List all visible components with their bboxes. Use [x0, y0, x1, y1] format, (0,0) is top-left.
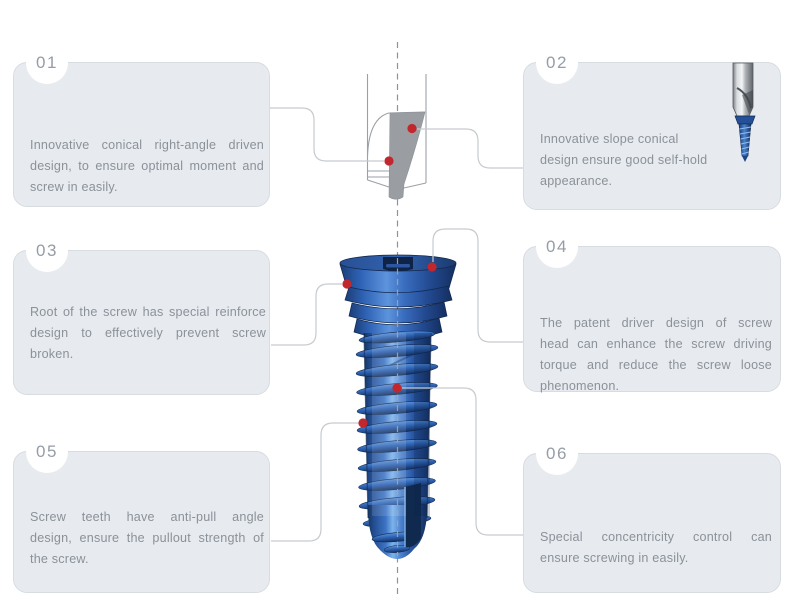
feature-number: 04	[546, 237, 568, 256]
callout-dot-03	[342, 279, 352, 289]
bone-screw-illustration	[339, 254, 457, 559]
feature-number: 02	[546, 53, 568, 72]
feature-number-badge-03: 03	[26, 230, 68, 272]
feature-box-01: 01 Innovative conical right-angle driven…	[13, 42, 270, 207]
connector-line-06	[402, 387, 523, 536]
feature-number-badge-06: 06	[536, 433, 578, 475]
callout-dot-06	[392, 383, 402, 393]
feature-number-badge-02: 02	[536, 42, 578, 84]
callout-dot-04	[427, 262, 437, 272]
connector-line-03	[271, 283, 342, 346]
callout-dot-02	[407, 123, 417, 134]
feature-number: 06	[546, 444, 568, 463]
connector-line-04	[432, 228, 523, 343]
connector-line-01	[270, 107, 384, 162]
feature-number: 05	[36, 442, 58, 461]
screw-head-slot	[383, 257, 413, 272]
feature-number-badge-05: 05	[26, 431, 68, 473]
connector-line-02	[417, 128, 523, 169]
screw-cutting-flute	[405, 483, 421, 548]
callout-dot-01	[384, 156, 394, 166]
driver-tip-cross-section	[366, 74, 427, 200]
feature-number-badge-04: 04	[536, 226, 578, 268]
feature-number-badge-01: 01	[26, 42, 68, 84]
connector-line-05	[271, 422, 366, 542]
driver-cross-section-wedge	[388, 111, 426, 200]
feature-number: 01	[36, 53, 58, 72]
feature-box-03: 03 Root of the screw has special reinfor…	[13, 230, 270, 395]
feature-number: 03	[36, 241, 58, 260]
callout-dot-05	[358, 418, 368, 428]
